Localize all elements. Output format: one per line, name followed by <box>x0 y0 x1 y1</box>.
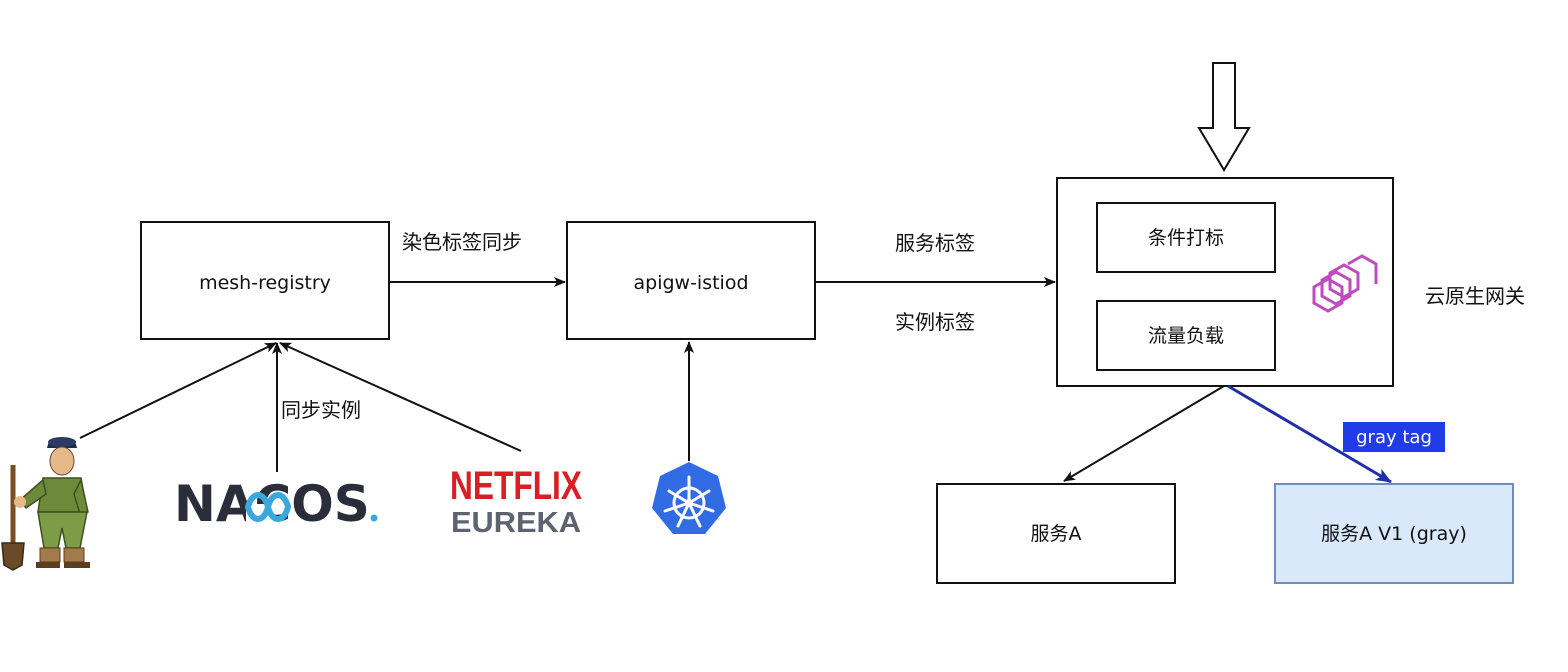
nacos-logo: NACOS <box>174 475 378 533</box>
gray-tag-label: gray tag <box>1356 427 1432 448</box>
condition-tag-box <box>1096 202 1276 273</box>
ingress-arrow-icon <box>1197 62 1251 172</box>
cloud-native-gateway-label: 云原生网关 <box>1425 284 1525 308</box>
traffic-lb-box <box>1096 300 1276 371</box>
service-tag-label: 服务标签 <box>895 231 975 255</box>
apigw-istiod-label: apigw-istiod <box>633 272 748 294</box>
netflix-logo-text: NETFLIX <box>450 464 582 508</box>
kubernetes-logo-icon <box>652 462 726 534</box>
envoy-logo-icon <box>1312 254 1378 313</box>
service-a-v1-label: 服务A V1 (gray) <box>1321 523 1467 545</box>
mesh-registry-node: mesh-registry <box>140 221 390 340</box>
edge-gateway-to-gray <box>1227 384 1392 484</box>
instance-tag-label: 实例标签 <box>895 310 975 334</box>
cloud-native-gateway-node: 条件打标 流量负载 <box>1056 177 1394 387</box>
edge-eureka-to-registry <box>279 342 522 452</box>
netflix-eureka-logo: NETFLIX EUREKA <box>450 464 582 539</box>
edge-gateway-to-service-a <box>1063 385 1225 482</box>
gray-tag-badge: gray tag <box>1343 422 1445 452</box>
dye-tag-sync-label: 染色标签同步 <box>402 230 522 254</box>
service-a-v1-gray-node: 服务A V1 (gray) <box>1274 483 1514 584</box>
eureka-logo-text: EUREKA <box>451 507 581 539</box>
service-a-label: 服务A <box>1031 523 1082 545</box>
traffic-lb-label: 流量负载 <box>1148 325 1224 347</box>
service-a-node: 服务A <box>936 483 1176 584</box>
apigw-istiod-node: apigw-istiod <box>566 221 816 340</box>
condition-tag-label: 条件打标 <box>1148 227 1224 249</box>
worker-with-shovel-icon <box>1 437 90 571</box>
edge-worker-to-registry <box>79 342 277 439</box>
sync-instance-label: 同步实例 <box>281 398 361 422</box>
mesh-registry-label: mesh-registry <box>199 272 331 294</box>
